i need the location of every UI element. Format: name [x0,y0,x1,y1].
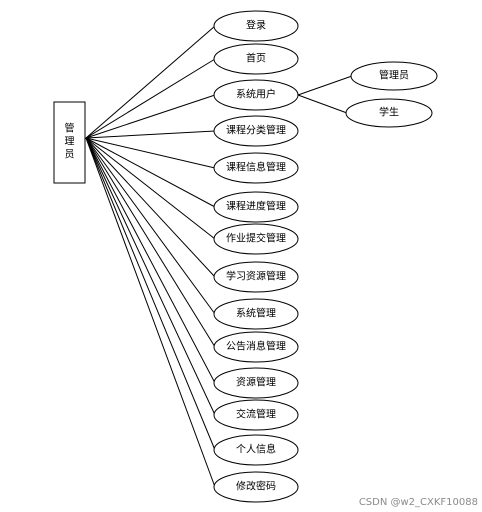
function-label-5: 课程信息管理 [226,161,286,174]
function-label-14: 修改密码 [236,480,276,493]
function-label-13: 个人信息 [236,443,276,456]
function-label-7: 作业提交管理 [226,232,286,245]
function-label-11: 资源管理 [236,376,276,389]
function-ellipse-1 [213,10,299,42]
function-label-9: 系统管理 [236,307,276,320]
function-node-4: 课程分类管理 [213,115,299,147]
edge-root-to-function-13 [85,137,216,451]
sub-function-label-1: 管理员 [379,69,409,82]
function-ellipse-11 [213,367,299,399]
function-node-8: 学习资源管理 [213,261,299,293]
edge-root-to-function-12 [85,137,216,416]
edge-root-to-function-8 [85,137,216,278]
function-node-5: 课程信息管理 [213,152,299,184]
function-nodes: 登录首页系统用户课程分类管理课程信息管理课程进度管理作业提交管理学习资源管理系统… [213,10,299,503]
function-label-8: 学习资源管理 [226,270,286,283]
function-label-12: 交流管理 [236,408,276,421]
edge-root-to-function-4 [85,130,216,139]
function-node-11: 资源管理 [213,367,299,399]
function-node-14: 修改密码 [213,471,299,503]
edge-sub-function-1 [297,75,353,96]
function-node-9: 系统管理 [213,298,299,330]
function-ellipse-13 [213,434,299,466]
function-node-2: 首页 [213,43,299,75]
edge-root-to-function-11 [85,137,216,384]
edge-root-to-function-14 [85,137,216,488]
function-ellipse-12 [213,399,299,431]
function-ellipse-9 [213,298,299,330]
edge-root-to-function-7 [85,137,216,240]
function-label-6: 课程进度管理 [226,200,286,213]
function-ellipse-4 [213,115,299,147]
edge-sub-function-2 [297,94,348,114]
root-label-char-2: 理 [65,136,75,148]
edge-root-to-function-2 [85,58,216,139]
edge-root-to-function-1 [85,25,216,139]
function-node-10: 公告消息管理 [213,331,299,363]
edge-root-to-function-10 [85,137,216,348]
function-node-7: 作业提交管理 [213,223,299,255]
edge-root-to-function-6 [85,137,216,208]
function-label-4: 课程分类管理 [226,124,286,137]
function-ellipse-6 [213,191,299,223]
sub-function-node-1: 管理员 [350,61,438,91]
function-node-6: 课程进度管理 [213,191,299,223]
function-ellipse-5 [213,152,299,184]
function-ellipse-2 [213,43,299,75]
function-label-2: 首页 [246,52,266,65]
function-ellipse-14 [213,471,299,503]
function-label-10: 公告消息管理 [226,340,286,353]
function-ellipse-3 [213,79,299,111]
function-node-13: 个人信息 [213,434,299,466]
root-label-char-1: 管 [65,122,75,135]
root-label-char-3: 员 [65,149,75,161]
edge-root-to-function-3 [85,94,216,139]
edge-root-to-function-5 [85,137,216,169]
sub-function-ellipse-2 [345,98,433,128]
function-label-1: 登录 [246,19,266,32]
function-ellipse-8 [213,261,299,293]
function-ellipse-10 [213,331,299,363]
watermark: CSDN @w2_CXKF10088 [358,497,478,508]
connector-lines [85,25,353,488]
function-node-12: 交流管理 [213,399,299,431]
root-node-admin: 管 理 员 [53,101,86,184]
function-ellipse-7 [213,223,299,255]
function-label-3: 系统用户 [236,88,276,101]
sub-function-ellipse-1 [350,61,438,91]
edge-root-to-function-9 [85,137,216,315]
function-node-1: 登录 [213,10,299,42]
sub-function-label-2: 学生 [379,106,399,119]
sub-function-node-2: 学生 [345,98,433,128]
function-node-3: 系统用户 [213,79,299,111]
